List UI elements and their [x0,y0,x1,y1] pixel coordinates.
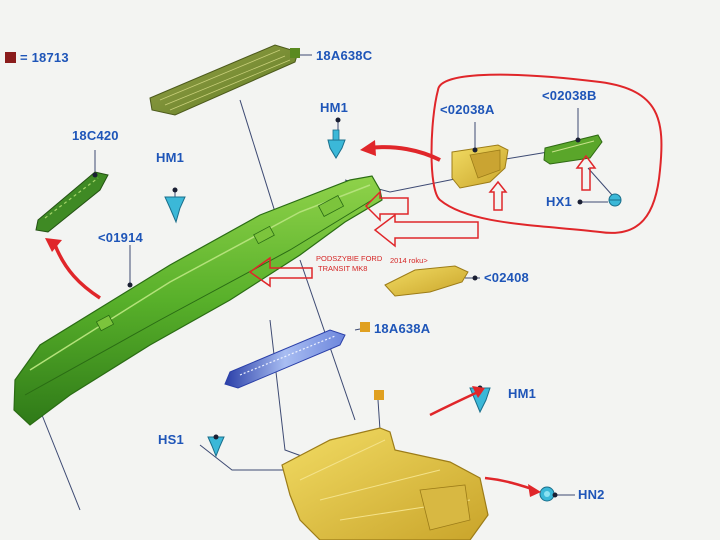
legend-text: = 18713 [20,50,69,65]
label-02038A[interactable]: <02038A [440,102,495,117]
leader-line [377,399,381,431]
label-18C420[interactable]: 18C420 [72,128,119,143]
label-hm1-top[interactable]: HM1 [320,100,349,115]
red-arrows [45,140,541,497]
part-lower-housing[interactable] [281,427,489,540]
marker-18A638A [360,322,370,332]
note-line3: TRANSIT MK8 [318,264,368,273]
label-hn2[interactable]: HN2 [578,487,605,502]
part-18A638C-top[interactable] [149,44,299,116]
label-hx1[interactable]: HX1 [546,194,572,209]
label-02038B[interactable]: <02038B [542,88,597,103]
label-hm1-bottom[interactable]: HM1 [508,386,537,401]
part-18A638A[interactable] [224,329,346,389]
marker-lower [374,390,384,400]
label-18A638A[interactable]: 18A638A [374,321,431,336]
leader-line [39,409,81,511]
part-01914-cowl-panel[interactable] [13,175,383,426]
clip-hn2[interactable] [539,486,555,502]
part-02038B[interactable] [543,134,603,165]
leader-line [199,444,300,471]
note-line1: PODSZYBIE FORD [316,254,383,263]
label-02408[interactable]: <02408 [484,270,529,285]
legend-swatch [5,52,16,63]
part-18C420[interactable] [35,171,109,233]
outline-arrows [248,154,597,288]
label-18A638C[interactable]: 18A638C [316,48,373,63]
note-line2: 2014 roku> [390,256,428,265]
part-02408[interactable] [384,265,469,297]
label-hs1[interactable]: HS1 [158,432,184,447]
leader-line [587,167,613,196]
clip-hs1[interactable] [207,436,225,458]
clip-hx1[interactable] [608,193,622,207]
marker-18A638C [290,48,300,58]
clip-hm1-top[interactable] [327,129,346,159]
clip-hm1-left[interactable] [164,196,186,224]
label-01914[interactable]: <01914 [98,230,143,245]
part-02038A[interactable] [451,144,509,189]
highlight-circle [430,73,663,234]
label-hm1-left[interactable]: HM1 [156,150,185,165]
